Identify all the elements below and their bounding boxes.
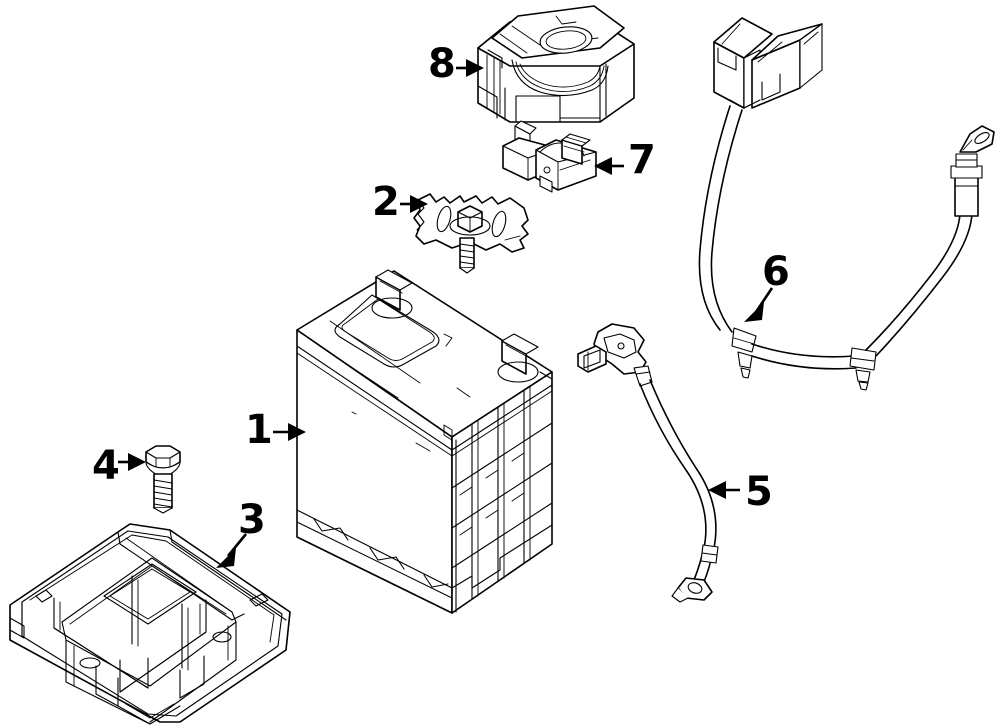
part-battery[interactable] [296, 269, 553, 614]
callout-number-5: 5 [745, 469, 773, 515]
callout-number-6: 6 [762, 249, 790, 295]
callout-number-3: 3 [238, 497, 266, 543]
part-junction-fuse-box[interactable] [477, 5, 635, 123]
part-positive-battery-cable[interactable] [698, 17, 995, 391]
callout-number-2: 2 [372, 179, 400, 225]
part-mounting-bolt[interactable] [145, 445, 181, 514]
part-battery-sensor[interactable] [502, 120, 597, 193]
part-hold-down-clamp[interactable] [413, 193, 529, 274]
part-battery-tray[interactable] [9, 523, 291, 725]
callout-leaders [118, 59, 774, 568]
callout-number-1: 1 [245, 407, 273, 453]
callout-number-7: 7 [628, 137, 656, 183]
callout-number-8: 8 [428, 41, 456, 87]
callout-number-4: 4 [92, 443, 120, 489]
part-negative-battery-cable[interactable] [577, 323, 719, 603]
